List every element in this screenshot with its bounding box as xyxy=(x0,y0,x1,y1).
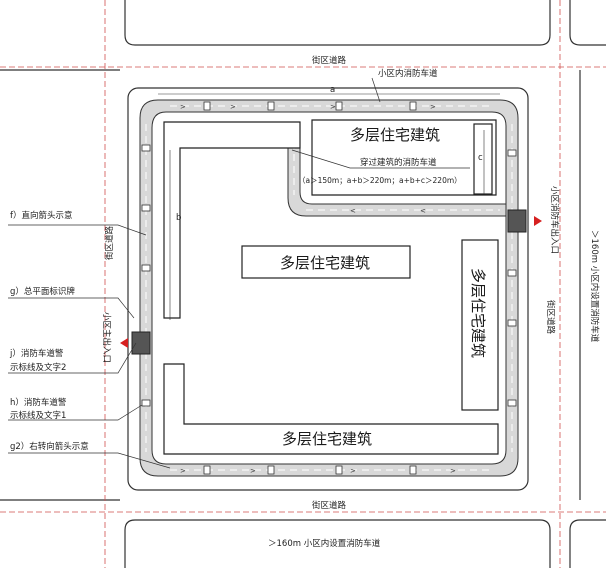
fire-lane-ring xyxy=(139,99,519,477)
dim-b-label: b xyxy=(176,213,181,223)
building-center-shape xyxy=(241,245,411,279)
lane-markers xyxy=(141,101,517,475)
building-center-label: 多层住宅建筑 xyxy=(280,254,370,272)
right-note: ＞160m 小区内设置消防车道 xyxy=(589,230,600,343)
street-top-label: 街区道路 xyxy=(312,55,347,66)
secondary-entrance-label: 小区消防车出入口 xyxy=(549,186,560,254)
building-bottom-label: 多层住宅建筑 xyxy=(282,430,372,448)
dimension-lines xyxy=(158,93,500,320)
through-lane-label: 穿过建筑的消防车道 xyxy=(360,157,437,168)
building-bottom-L xyxy=(163,363,499,455)
dim-c-label: c xyxy=(478,153,483,163)
svg-text:<: < xyxy=(350,207,356,215)
street-left-label: 街区道路 xyxy=(104,225,115,260)
building-right-vertical-shape xyxy=(461,239,499,411)
svg-text:>: > xyxy=(330,103,336,111)
legend-j-line1: j）消防车道警 xyxy=(9,348,64,359)
svg-text:<: < xyxy=(420,207,426,215)
fire-lane-label: 小区内消防车道 xyxy=(378,68,438,79)
street-bottom-label: 街区道路 xyxy=(312,500,347,511)
building-left-L xyxy=(163,121,301,319)
lane-arrows: > > > > > > > > < < xyxy=(180,103,456,475)
through-lane-condition: （a＞150m；a+b＞220m；a+b+c＞220m） xyxy=(298,176,462,185)
entrance-gates xyxy=(120,209,542,355)
legend-f: f）直向箭头示意 xyxy=(10,210,73,221)
legend-h-line1: h）消防车道警 xyxy=(10,397,67,408)
building-column-c xyxy=(473,123,493,195)
dim-a-label: a xyxy=(330,85,335,95)
main-gate xyxy=(131,331,151,355)
legend-j-line2: 示标线及文字2 xyxy=(10,362,66,373)
bottom-note: ＞160m 小区内设置消防车道 xyxy=(268,538,381,549)
svg-text:>: > xyxy=(230,103,236,111)
secondary-entrance-mark xyxy=(534,216,542,226)
main-entrance-mark xyxy=(120,338,128,348)
buildings xyxy=(163,119,499,455)
building-right-vertical-label: 多层住宅建筑 xyxy=(469,268,487,358)
legend-g2: g2）右转向箭头示意 xyxy=(10,441,89,452)
legend-h-line2: 示标线及文字1 xyxy=(10,410,66,421)
svg-text:>: > xyxy=(450,467,456,475)
main-entrance-label: 小区主出入口 xyxy=(101,312,112,363)
site-boundary xyxy=(127,87,529,491)
svg-text:>: > xyxy=(250,467,256,475)
building-top-right-shape xyxy=(311,119,497,196)
svg-text:>: > xyxy=(180,103,186,111)
street-right-label: 街区道路 xyxy=(545,300,556,335)
secondary-gate xyxy=(507,209,527,233)
svg-text:>: > xyxy=(350,467,356,475)
svg-text:>: > xyxy=(430,103,436,111)
building-top-right-label: 多层住宅建筑 xyxy=(350,126,440,144)
svg-text:>: > xyxy=(180,467,186,475)
legend-g: g）总平面标识牌 xyxy=(10,286,75,297)
leader-lines xyxy=(8,77,470,469)
